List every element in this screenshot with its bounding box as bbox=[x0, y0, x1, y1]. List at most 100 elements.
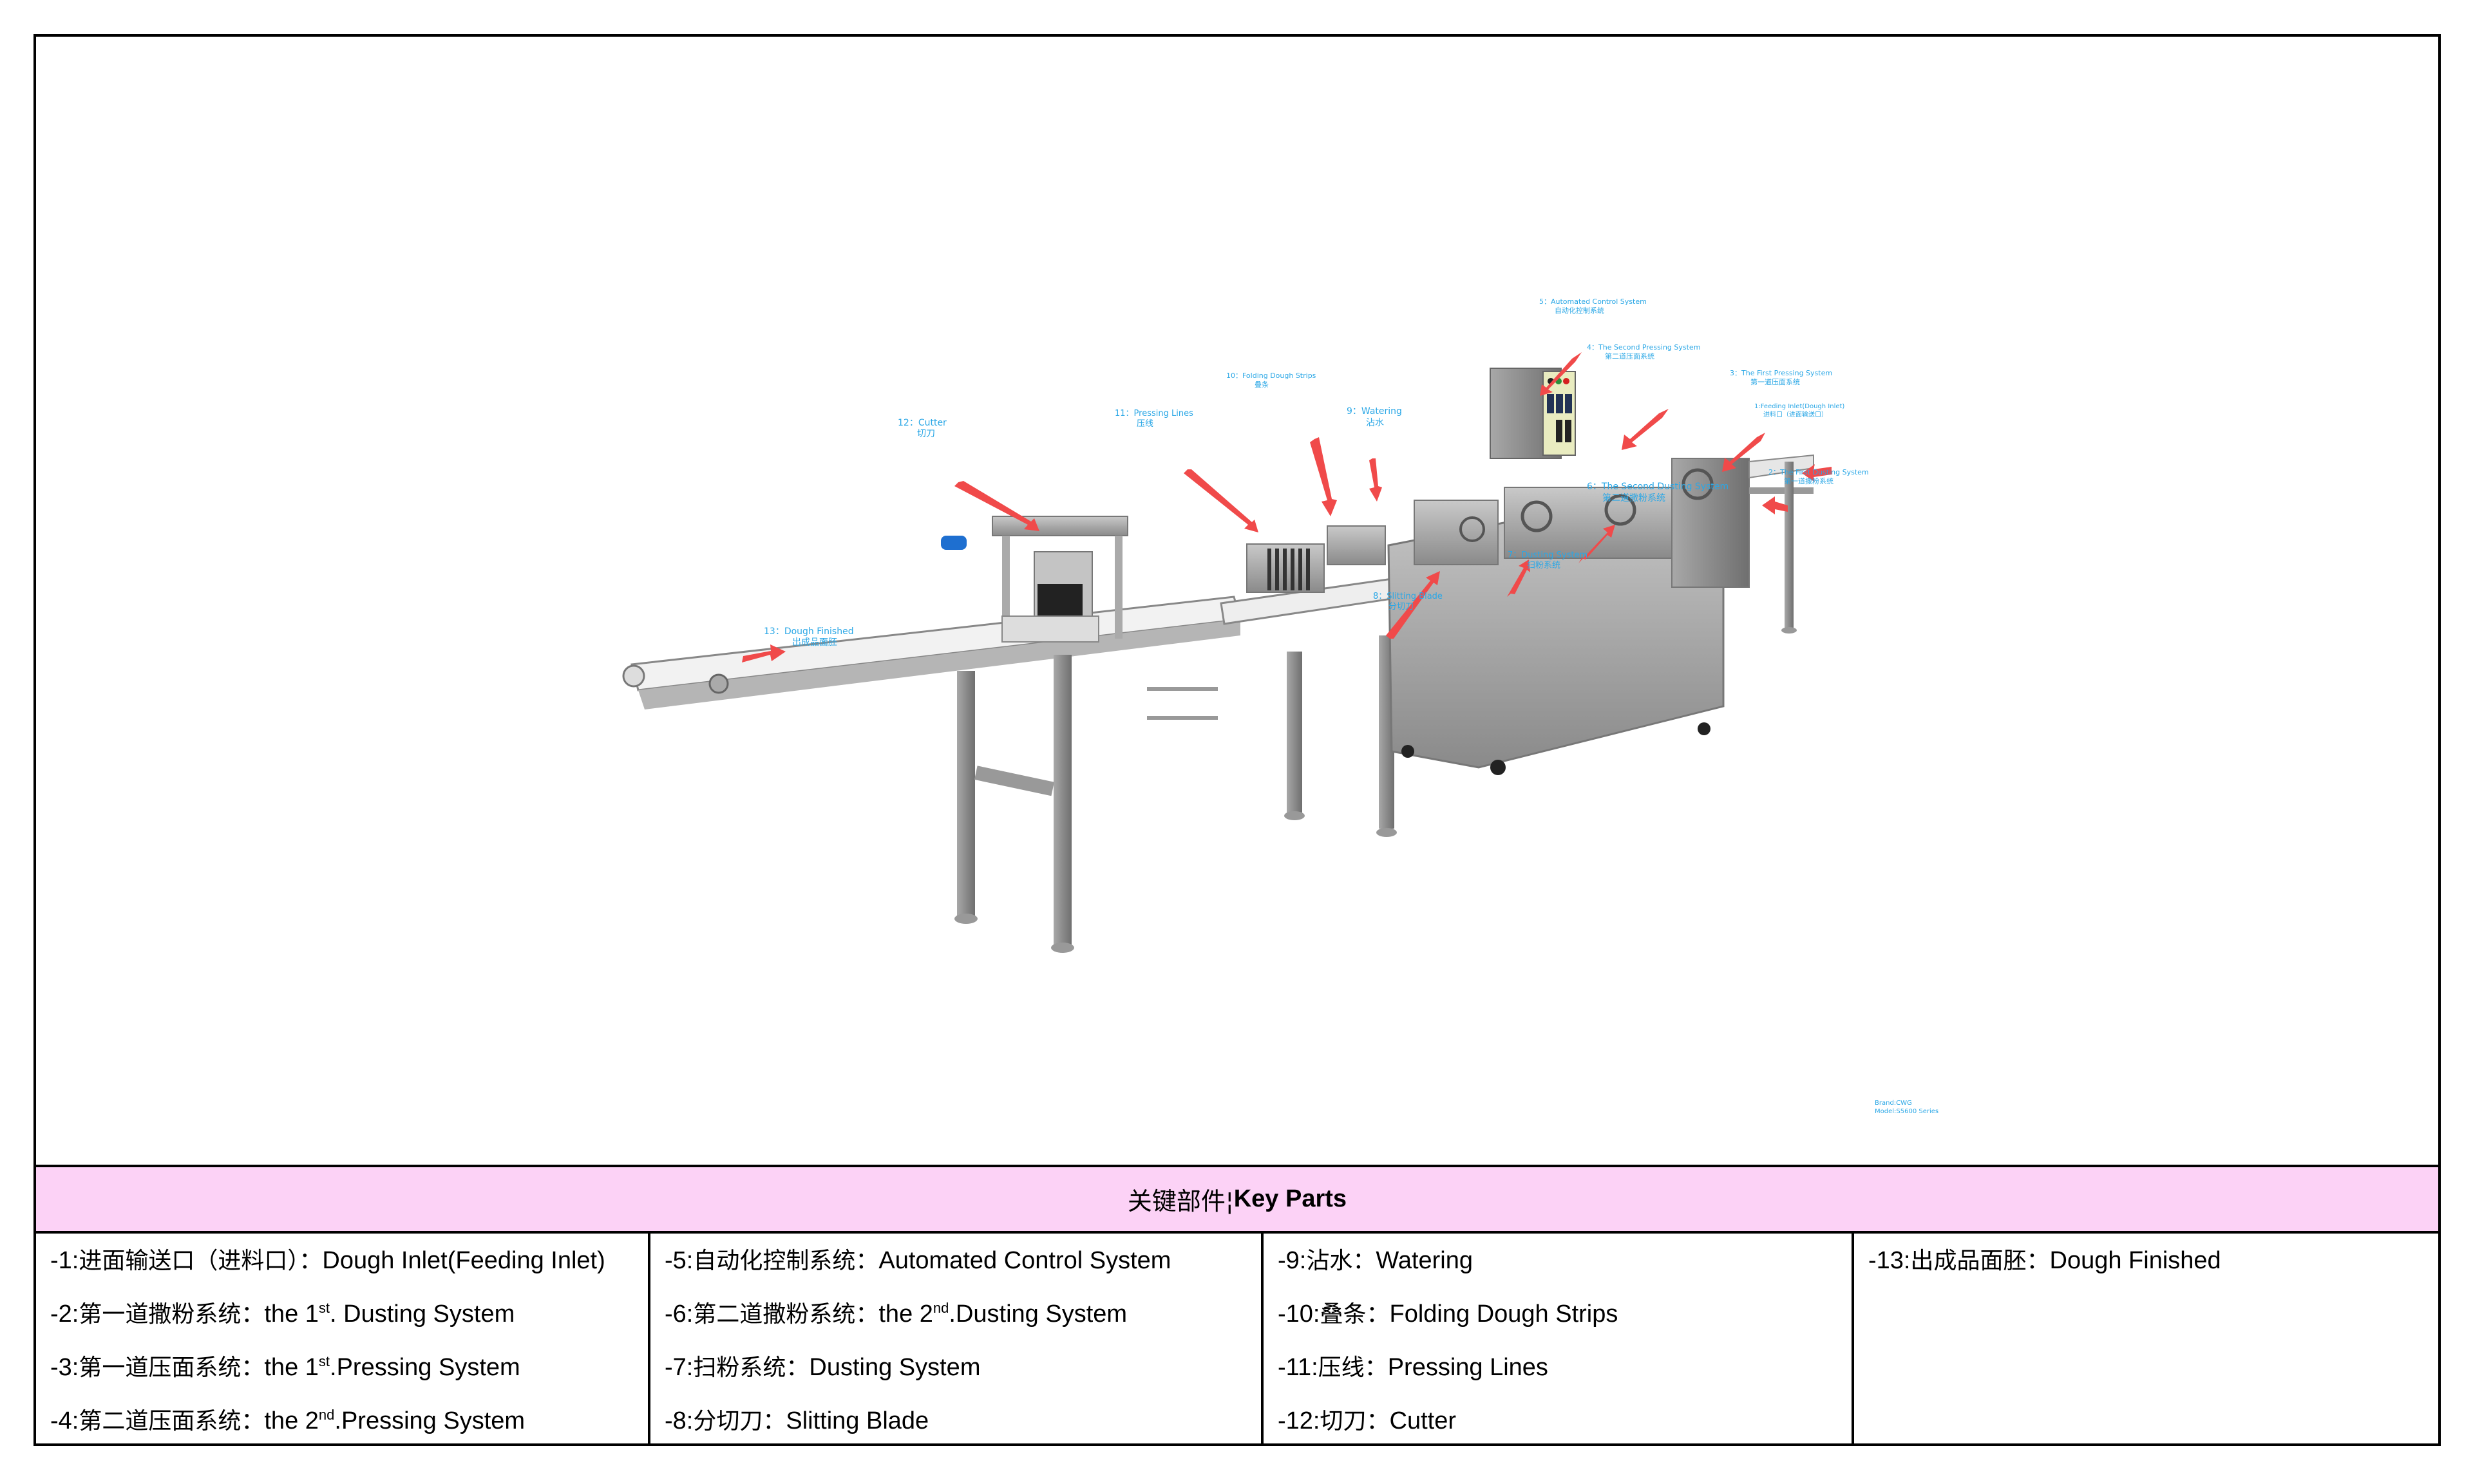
callout-4-zh: 第二道压面系统 bbox=[1605, 352, 1654, 361]
brand-info: Brand:CWG Model:S5600 Series bbox=[1875, 1099, 1938, 1116]
callout-9: 9：Watering 沾水 bbox=[1347, 406, 1402, 429]
callout-12: 12：Cutter 切刀 bbox=[898, 418, 947, 440]
part-item-en: Dough Finished bbox=[2049, 1247, 2221, 1274]
part-item-en: Cutter bbox=[1389, 1407, 1456, 1434]
part-item-num: -12: bbox=[1278, 1407, 1320, 1434]
callout-2-zh: 第一道撒粉系统 bbox=[1784, 477, 1833, 485]
part-item-zh: 第二道压面系统： bbox=[79, 1408, 265, 1434]
part-item: -1:进面输送口（进料口）：Dough Inlet(Feeding Inlet) bbox=[50, 1245, 648, 1299]
callout-9-en: 9：Watering bbox=[1347, 406, 1402, 417]
part-item-en: Watering bbox=[1376, 1247, 1473, 1274]
part-item-zh: 压线： bbox=[1318, 1355, 1388, 1381]
arrow-7 bbox=[1507, 559, 1530, 597]
callout-6-en: 6：The Second Dusting System bbox=[1587, 482, 1729, 492]
callout-5-zh: 自动化控制系统 bbox=[1555, 306, 1604, 315]
part-item-zh: 第一道压面系统： bbox=[79, 1355, 265, 1381]
part-item: -4:第二道压面系统：the 2nd.Pressing System bbox=[50, 1405, 648, 1459]
part-item-num: -8: bbox=[665, 1407, 694, 1434]
arrow-5 bbox=[1540, 352, 1582, 396]
callout-4-en: 4：The Second Pressing System bbox=[1587, 343, 1701, 352]
callout-5: 5：Automated Control System 自动化控制系统 bbox=[1539, 297, 1647, 315]
callout-4: 4：The Second Pressing System 第二道压面系统 bbox=[1587, 343, 1700, 361]
parts-column-2: -5:自动化控制系统：Automated Control System-6:第二… bbox=[648, 1234, 1261, 1443]
callout-11: 11：Pressing Lines 压线 bbox=[1115, 409, 1193, 429]
callout-8-zh: 分切刀 bbox=[1388, 602, 1414, 612]
parts-column-3: -9:沾水：Watering-10:叠条：Folding Dough Strip… bbox=[1261, 1234, 1852, 1443]
part-item-zh: 出成品面胚： bbox=[1910, 1248, 2050, 1274]
callout-3: 3：The First Pressing System 第一道压面系统 bbox=[1730, 369, 1832, 387]
part-item-en-suffix: .Pressing System bbox=[330, 1354, 520, 1381]
callout-13: 13：Dough Finished 出成品面胚 bbox=[764, 626, 854, 648]
part-item-num: -4: bbox=[50, 1407, 79, 1434]
document-frame: 5：Automated Control System 自动化控制系统 4：The… bbox=[33, 34, 2441, 1446]
key-parts-header: 关键部件¦Key Parts bbox=[36, 1165, 2438, 1234]
callout-9-zh: 沾水 bbox=[1366, 418, 1384, 428]
part-item-en: Pressing Lines bbox=[1387, 1354, 1548, 1381]
arrow-10 bbox=[1310, 437, 1337, 516]
key-parts-table: -1:进面输送口（进料口）：Dough Inlet(Feeding Inlet)… bbox=[36, 1234, 2438, 1443]
main-body bbox=[1387, 458, 1750, 775]
part-item: -5:自动化控制系统：Automated Control System bbox=[665, 1245, 1261, 1299]
part-item-zh: 切刀： bbox=[1320, 1408, 1390, 1434]
part-item: -9:沾水：Watering bbox=[1278, 1245, 1852, 1299]
callout-10-zh: 叠条 bbox=[1255, 380, 1269, 389]
part-item-num: -13: bbox=[1868, 1247, 1911, 1274]
part-item-superscript: st bbox=[318, 1353, 330, 1369]
callout-arrows bbox=[742, 352, 1832, 662]
callout-2-en: 2：The First Dusting System bbox=[1768, 468, 1869, 476]
callout-6-zh: 第二道撒粉系统 bbox=[1602, 493, 1665, 503]
part-item-zh: 第二道撒粉系统： bbox=[693, 1301, 879, 1328]
arrow-12 bbox=[954, 481, 1039, 531]
part-item-en: Dough Inlet(Feeding Inlet) bbox=[322, 1247, 605, 1274]
part-item-superscript: nd bbox=[318, 1407, 335, 1423]
part-item-num: -5: bbox=[665, 1247, 694, 1274]
part-item: -10:叠条：Folding Dough Strips bbox=[1278, 1299, 1852, 1352]
model-label: Model:S5600 Series bbox=[1875, 1108, 1939, 1115]
cutter-unit bbox=[941, 516, 1128, 643]
brand-label: Brand:CWG bbox=[1875, 1100, 1912, 1107]
part-item-en: the 1 bbox=[264, 1354, 319, 1381]
callout-12-en: 12：Cutter bbox=[898, 418, 947, 428]
machine-figure: 5：Automated Control System 自动化控制系统 4：The… bbox=[36, 37, 2438, 1165]
output-conveyor bbox=[622, 596, 1242, 709]
callout-10-en: 10：Folding Dough Strips bbox=[1226, 371, 1316, 380]
part-item-num: -1: bbox=[50, 1247, 79, 1274]
arrow-2 bbox=[1762, 496, 1788, 514]
callout-7: 7：Dusting System 扫粉系统 bbox=[1508, 550, 1587, 571]
callout-7-zh: 扫粉系统 bbox=[1527, 561, 1561, 570]
parts-column-1: -1:进面输送口（进料口）：Dough Inlet(Feeding Inlet)… bbox=[36, 1234, 648, 1443]
part-item-zh: 沾水： bbox=[1306, 1248, 1376, 1274]
part-item-en: Folding Dough Strips bbox=[1389, 1301, 1618, 1328]
part-item-zh: 第一道撒粉系统： bbox=[79, 1301, 265, 1328]
part-item-num: -11: bbox=[1278, 1354, 1318, 1381]
part-item-zh: 自动化控制系统： bbox=[693, 1248, 879, 1274]
part-item-num: -6: bbox=[665, 1301, 694, 1328]
callout-10: 10：Folding Dough Strips 叠条 bbox=[1226, 371, 1316, 390]
callout-11-zh: 压线 bbox=[1137, 419, 1154, 429]
machine-illustration bbox=[622, 352, 1832, 953]
callout-2: 2：The First Dusting System 第一道撒粉系统 bbox=[1768, 468, 1869, 486]
callout-8: 8：Slitting Blade 分切刀 bbox=[1373, 592, 1443, 612]
feeding-conveyor bbox=[1748, 454, 1814, 634]
part-item-en: the 2 bbox=[264, 1407, 319, 1434]
callout-8-en: 8：Slitting Blade bbox=[1373, 592, 1443, 601]
part-item: -7:扫粉系统：Dusting System bbox=[665, 1352, 1261, 1405]
part-item-superscript: st bbox=[318, 1300, 330, 1316]
part-item-num: -10: bbox=[1278, 1301, 1320, 1328]
part-item-en-suffix: .Pressing System bbox=[334, 1407, 526, 1434]
callout-5-en: 5：Automated Control System bbox=[1539, 297, 1647, 306]
callout-3-zh: 第一道压面系统 bbox=[1750, 378, 1800, 386]
callout-11-en: 11：Pressing Lines bbox=[1115, 409, 1193, 418]
part-item: -6:第二道撒粉系统：the 2nd.Dusting System bbox=[665, 1299, 1261, 1352]
part-item: -11:压线：Pressing Lines bbox=[1278, 1352, 1852, 1405]
callout-13-zh: 出成品面胚 bbox=[792, 637, 837, 648]
arrow-13 bbox=[742, 644, 786, 662]
part-item-num: -7: bbox=[665, 1354, 694, 1381]
middle-conveyor bbox=[1147, 525, 1406, 837]
callout-12-zh: 切刀 bbox=[917, 429, 935, 439]
part-item-en: Dusting System bbox=[809, 1354, 981, 1381]
part-item-superscript: nd bbox=[933, 1300, 949, 1316]
callout-3-en: 3：The First Pressing System bbox=[1730, 369, 1833, 377]
part-item-zh: 扫粉系统： bbox=[693, 1355, 810, 1381]
arrow-6 bbox=[1578, 525, 1615, 563]
